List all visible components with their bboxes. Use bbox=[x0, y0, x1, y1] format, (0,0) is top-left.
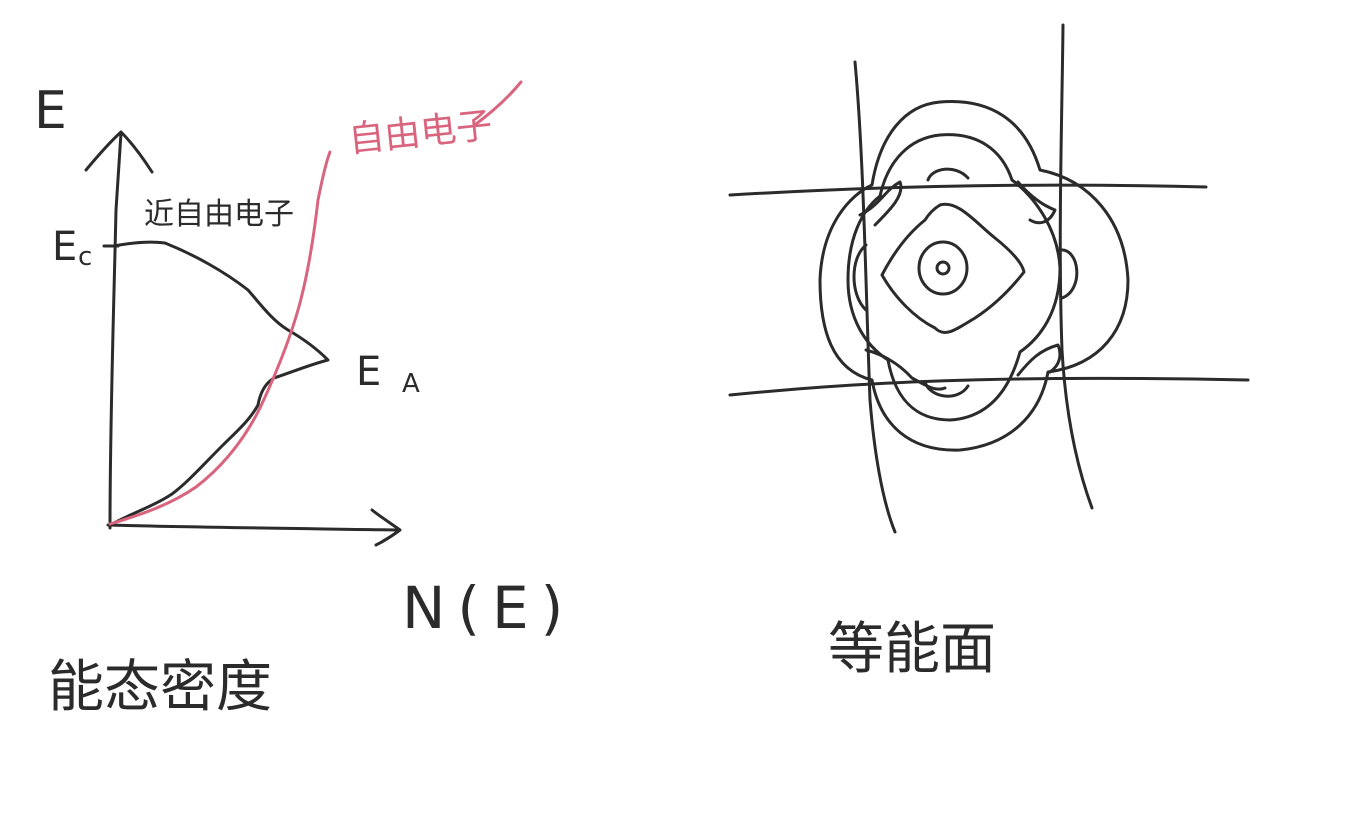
corner-contour-bottom-right bbox=[1016, 343, 1062, 377]
ea-label-main: E bbox=[356, 349, 381, 395]
red-label-flourish bbox=[474, 80, 523, 126]
zone-boundary-top bbox=[728, 183, 1208, 197]
density-of-states-diagram: E E c E A 近自由电子 自由电子 N(E) 能态密度 bbox=[34, 80, 575, 720]
x-axis-label: N(E) bbox=[402, 574, 575, 642]
zone-boundary-right bbox=[1058, 23, 1094, 510]
ea-label-sub: A bbox=[402, 369, 420, 399]
zone-boundary-bottom bbox=[728, 376, 1250, 397]
equi-energy-surface-diagram: 等能面 bbox=[728, 23, 1250, 682]
center-contour-1 bbox=[917, 240, 969, 296]
zone-boundary-left bbox=[853, 60, 897, 534]
corner-contour-bottom-left bbox=[864, 348, 947, 391]
left-lobe-contour bbox=[852, 243, 868, 312]
y-axis-label: E bbox=[34, 81, 67, 141]
y-axis-arrowhead bbox=[84, 130, 154, 174]
x-axis-arrowhead bbox=[370, 508, 402, 547]
red-curve-label: 自由电子 bbox=[347, 105, 495, 161]
nearly-free-electron-curve bbox=[110, 240, 330, 526]
right-lobe-contour bbox=[1058, 248, 1079, 300]
corner-contour-top-right bbox=[1016, 180, 1057, 225]
center-dot-contour bbox=[935, 260, 951, 276]
ec-label-sub: c bbox=[78, 242, 92, 272]
ec-label-main: E bbox=[52, 224, 77, 270]
y-axis bbox=[108, 131, 123, 530]
x-axis bbox=[106, 523, 400, 532]
corner-contour-top-left bbox=[858, 180, 903, 227]
left-caption: 能态密度 bbox=[48, 655, 272, 720]
free-electron-curve bbox=[108, 150, 332, 526]
center-contour-2 bbox=[880, 202, 1026, 334]
top-lobe-contour bbox=[926, 167, 970, 182]
outer-contour bbox=[818, 100, 1130, 452]
right-caption: 等能面 bbox=[828, 617, 996, 682]
mid-contour bbox=[846, 133, 1062, 422]
black-curve-label: 近自由电子 bbox=[144, 197, 294, 232]
